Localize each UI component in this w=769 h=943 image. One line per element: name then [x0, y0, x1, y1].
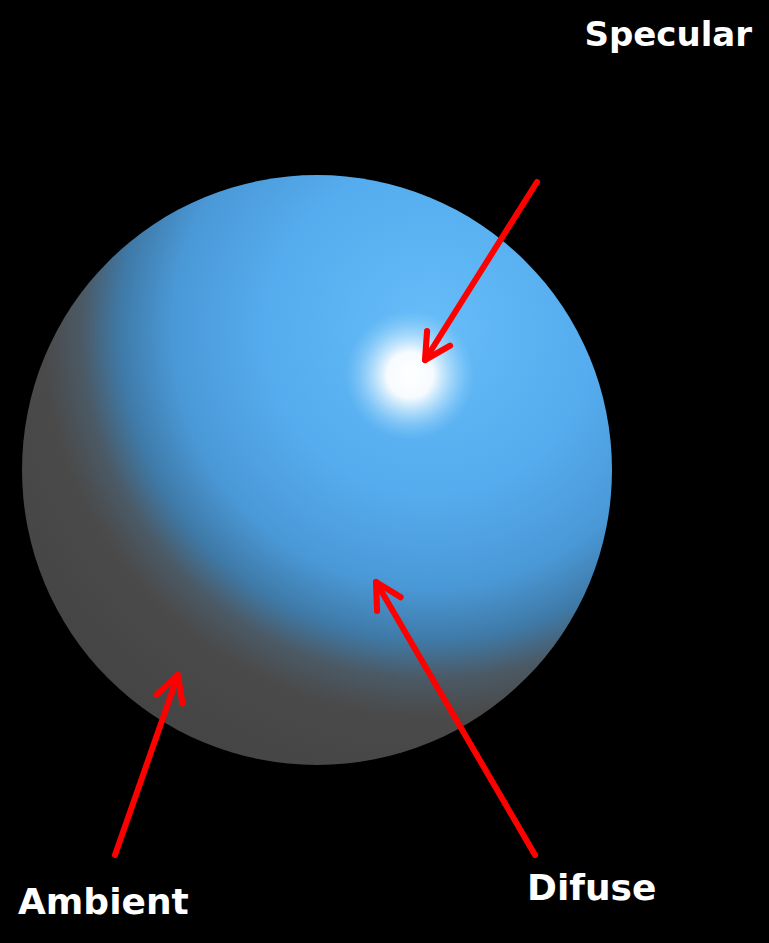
leader-arrow — [376, 582, 535, 855]
specular-highlight — [345, 310, 475, 440]
sphere — [22, 175, 612, 765]
component-label: Ambient — [18, 880, 189, 923]
leader-arrow — [425, 182, 537, 360]
component-label: Specular — [584, 14, 752, 55]
component-label: Difuse — [527, 866, 656, 909]
leader-arrow — [115, 675, 178, 855]
